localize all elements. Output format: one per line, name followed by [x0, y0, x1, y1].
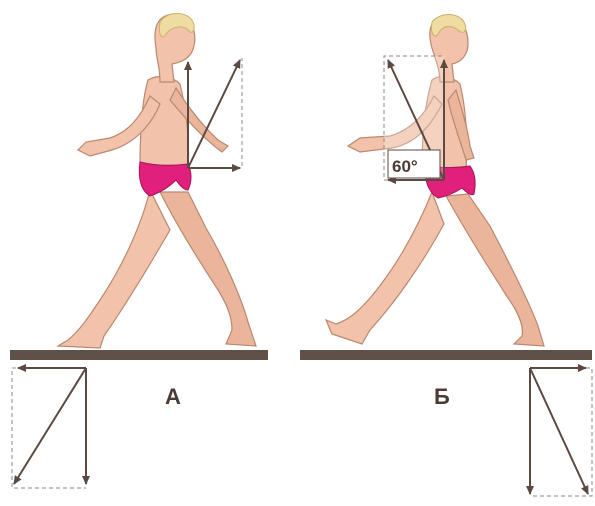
walker-a-back-leg	[58, 190, 170, 348]
panel-b-letter: Б	[434, 384, 450, 409]
reaction-vectors-a	[12, 368, 86, 488]
walker-b-back-leg	[446, 194, 544, 346]
platform-b	[300, 350, 592, 360]
platform-a	[10, 350, 268, 360]
walker-a	[58, 13, 256, 348]
walker-b-front-leg	[326, 192, 444, 344]
panel-a-letter: А	[165, 384, 181, 409]
walker-a-front-leg	[160, 192, 256, 346]
body-force-vectors-a	[188, 58, 242, 168]
walker-a-trunks	[139, 162, 191, 196]
panel-b: 60° Б	[300, 15, 592, 497]
reaction-vectors-b	[530, 368, 592, 496]
angle-label: 60°	[392, 157, 418, 176]
panel-a: А	[10, 13, 268, 488]
body-force-vectors-b: 60°	[384, 56, 444, 180]
